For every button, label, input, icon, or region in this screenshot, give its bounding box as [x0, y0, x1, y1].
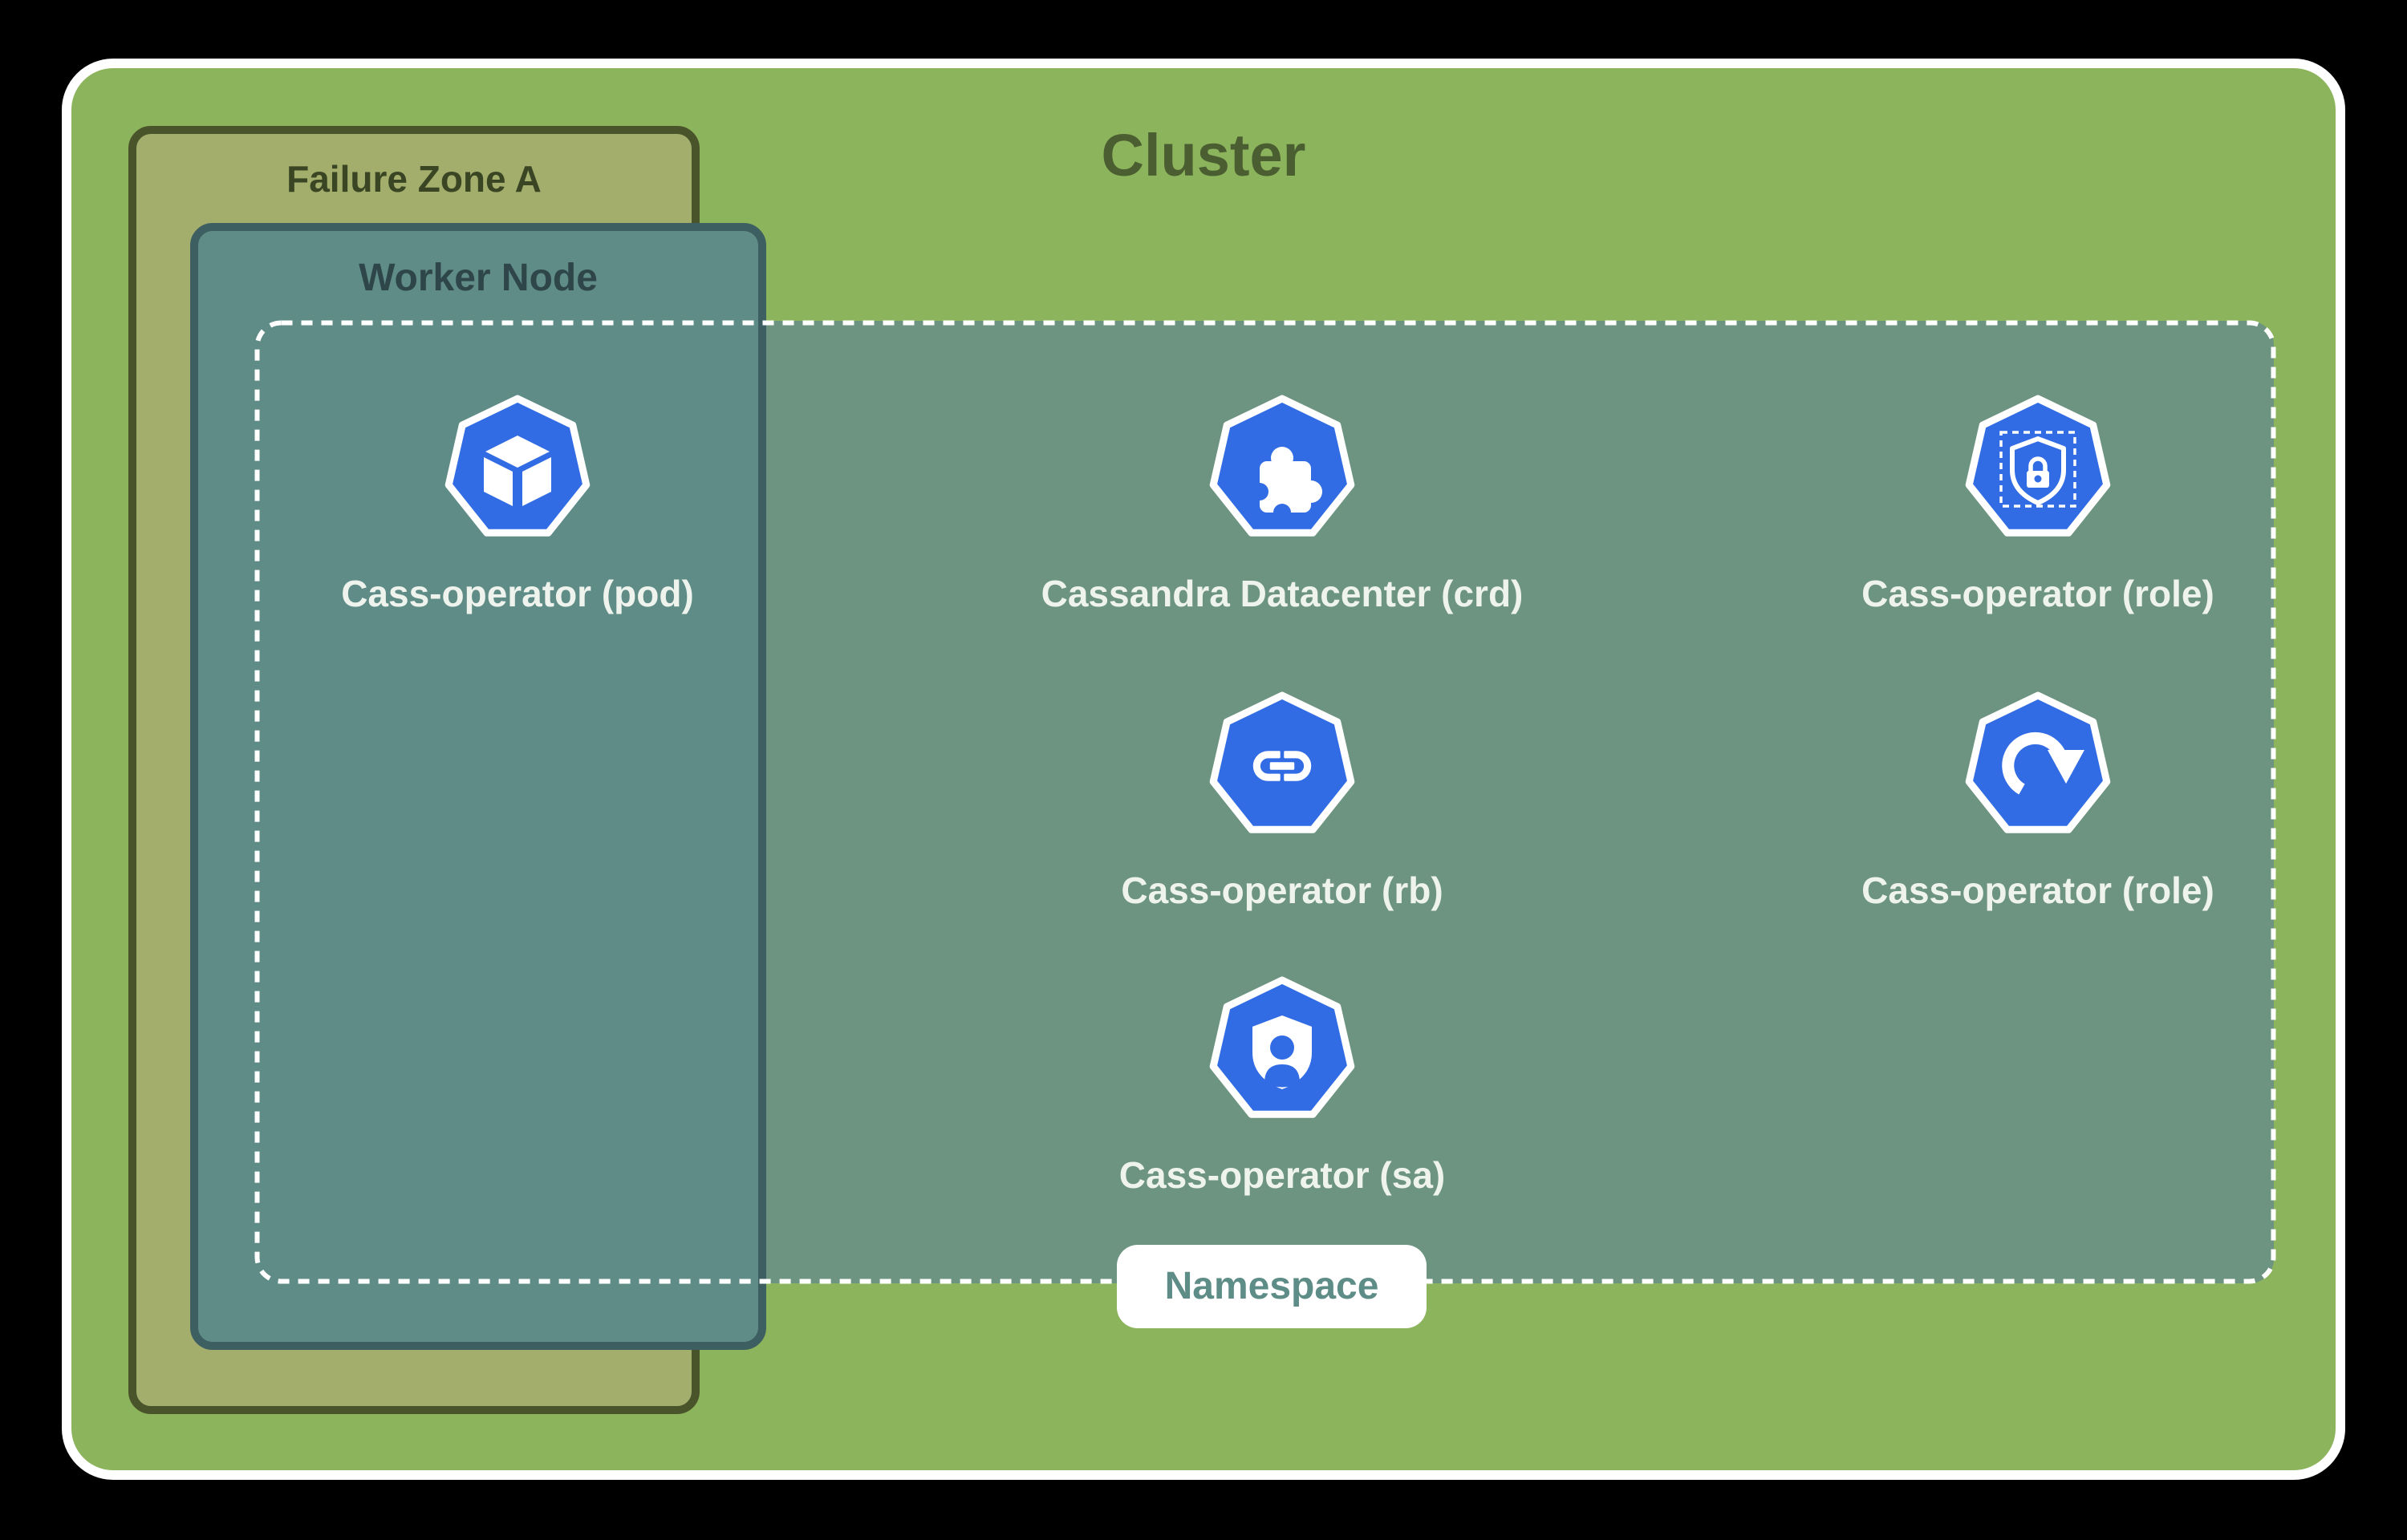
- k8s-node-rb: [1202, 686, 1362, 846]
- k8s-node-sa: [1202, 971, 1362, 1131]
- k8s-node-role-2: [1958, 686, 2118, 846]
- rotate-arrow-icon: [1965, 691, 2111, 833]
- failure-zone-title: Failure Zone A: [286, 158, 542, 200]
- node-label-crd: Cassandra Datacenter (crd): [1041, 573, 1524, 614]
- k8s-node-role-1: [1958, 389, 2118, 549]
- namespace-label-text: Namespace: [1164, 1265, 1379, 1307]
- cluster-title: Cluster: [1101, 122, 1306, 188]
- k8s-node-pod: [437, 389, 598, 549]
- shield-lock-icon: [1965, 395, 2111, 537]
- worker-node-title: Worker Node: [359, 257, 598, 299]
- node-label-sa: Cass-operator (sa): [1118, 1154, 1446, 1196]
- node-label-pod: Cass-operator (pod): [341, 573, 694, 614]
- node-label-role-1: Cass-operator (role): [1861, 573, 2214, 614]
- node-label-role-2: Cass-operator (role): [1861, 869, 2214, 911]
- node-label-rb: Cass-operator (rb): [1121, 869, 1443, 911]
- shield-person-icon: [1209, 976, 1355, 1118]
- cube-icon: [444, 395, 591, 537]
- link-icon: [1209, 691, 1355, 833]
- namespace-label: Namespace: [1117, 1245, 1427, 1328]
- puzzle-icon: [1209, 395, 1355, 537]
- k8s-node-crd: [1202, 389, 1362, 549]
